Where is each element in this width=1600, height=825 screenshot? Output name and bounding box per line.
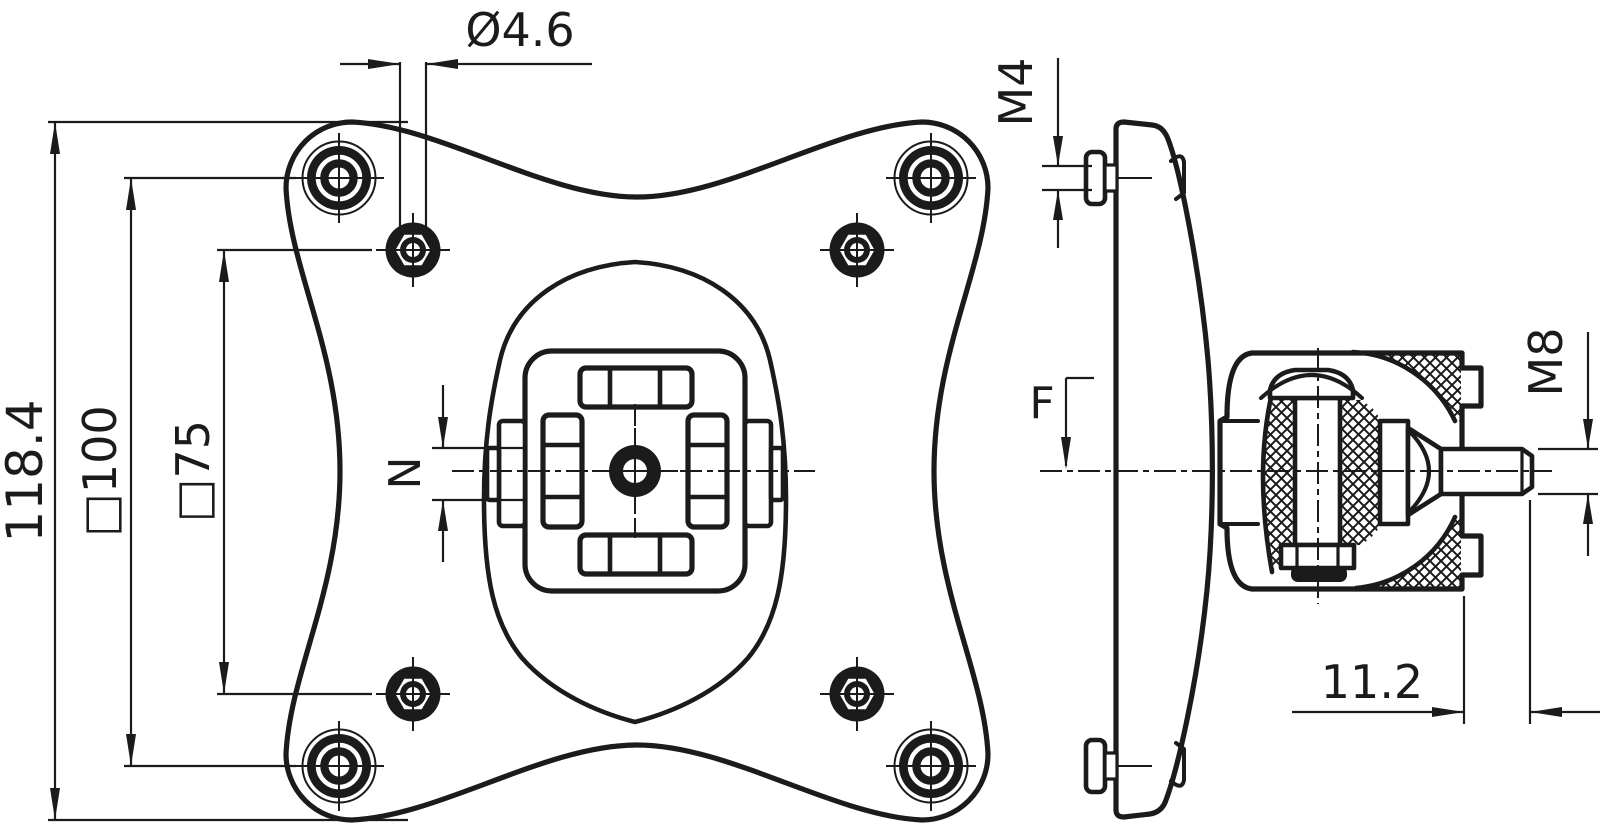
ball-arc: [1260, 390, 1275, 575]
mounting-hole-75-top-left: [376, 213, 450, 287]
dim-label-vesa100: □100: [73, 405, 127, 536]
vesa-plate-outline: [283, 119, 991, 823]
socket-arc-top: [1350, 349, 1458, 424]
mounting-hole-75-bottom-right: [820, 657, 894, 731]
dimension-vesa75: □75: [166, 248, 372, 696]
dim-label-stud-offset: 11.2: [1321, 655, 1423, 709]
mounting-hole-100-top-right: [886, 133, 976, 223]
right-tab: [742, 418, 786, 529]
center-boss-outline: [481, 259, 789, 725]
mounting-hole-100-bottom-right: [886, 721, 976, 811]
dimension-vesa100: □100: [73, 176, 296, 768]
section-hatch-left: [1263, 395, 1295, 570]
mounting-hole-100-top-left: [294, 133, 384, 223]
ball-clamp-assembly: [1217, 348, 1535, 604]
socket-arc-bottom: [1353, 514, 1458, 591]
dim-label-overall-height: 118.4: [0, 399, 54, 542]
plate-hook-bottom: [1169, 741, 1186, 788]
dim-label-force: F: [1029, 378, 1054, 429]
dimension-stud-offset: 11.2: [1292, 500, 1600, 724]
section-hatch-bottom-right: [1356, 517, 1461, 588]
force-axis-indicator: F: [1029, 376, 1094, 469]
dim-label-hole-diameter: Ø4.6: [465, 3, 574, 57]
screw-seat-arc: [1259, 373, 1364, 400]
m4-screw-top: [1083, 149, 1152, 207]
dimension-hole-diameter: Ø4.6: [340, 3, 592, 228]
dimension-m4: M4: [989, 58, 1092, 248]
plate-hook-top: [1169, 154, 1186, 201]
dim-label-slot-width: N: [380, 457, 431, 490]
front-view: 118.4 □100 □75 Ø4.6: [0, 3, 991, 823]
side-view: M4 F M8 11.2: [989, 58, 1600, 820]
dimension-m8: M8: [1519, 328, 1598, 556]
m4-screw-bottom: [1083, 737, 1152, 795]
section-hatch-top-right: [1352, 352, 1461, 421]
dim-label-m8: M8: [1519, 328, 1573, 397]
mounting-hole-100-bottom-left: [294, 721, 384, 811]
dim-label-vesa75: □75: [166, 420, 220, 522]
dim-label-m4: M4: [989, 58, 1043, 127]
mounting-hole-75-top-right: [820, 213, 894, 287]
plate-side-profile: [1113, 119, 1215, 820]
mounting-hole-75-bottom-left: [376, 657, 450, 731]
dimension-slot-width: N: [380, 385, 524, 562]
section-hatch-middle: [1342, 400, 1380, 545]
dimension-overall-height: 118.4: [0, 120, 408, 822]
socket-bar: [1377, 418, 1411, 527]
left-tab: [484, 418, 528, 529]
